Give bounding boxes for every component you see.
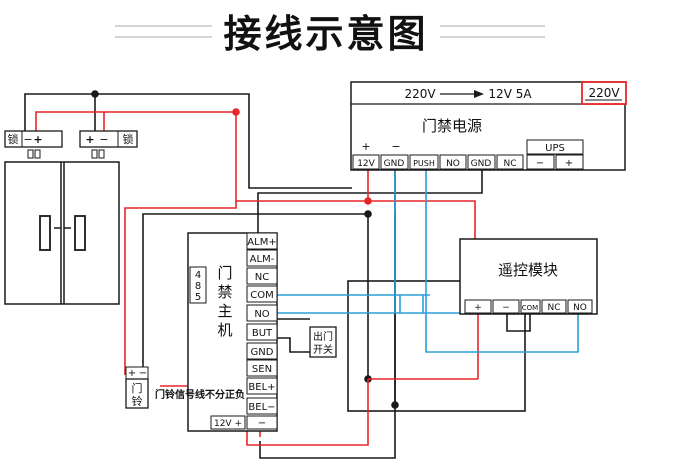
controller-terminals: ALM+ ALM- NC COM NO BUT GND SEN BEL+ BEL…	[246, 232, 278, 415]
remote-module: 遥控模块 + − COM NC NO	[459, 238, 598, 315]
black-wires	[24, 90, 531, 459]
page-title: 接线示意图	[223, 12, 428, 56]
lock-left-label: 锁	[8, 132, 19, 146]
controller-name-4: 机	[217, 321, 232, 339]
lock-left-plus: +	[33, 133, 42, 146]
remote-terminal-no: NO	[573, 303, 587, 313]
controller-terminal-com: COM	[250, 290, 273, 301]
power-terminal-gnd2: GND	[471, 159, 492, 169]
remote-terminals: + − COM NC NO	[464, 299, 593, 314]
lock-left-minus: −	[23, 133, 32, 146]
power-tag: 220V	[588, 86, 620, 100]
controller-terminal-but: BUT	[252, 328, 273, 339]
controller-terminal-no: NO	[254, 309, 269, 320]
rs485-digit-5: 5	[195, 292, 201, 303]
lock-right-minus: −	[99, 133, 108, 146]
remote-terminal-plus: +	[474, 303, 482, 313]
doorbell-label-2: 铃	[132, 394, 143, 408]
power-terminals: 12V GND PUSH NO GND NC	[352, 154, 524, 170]
power-terminal-no: NO	[446, 159, 460, 169]
power-plus-sign: +	[361, 140, 370, 153]
lock-right: + − 锁	[79, 130, 138, 159]
controller-terminal-bel-minus: BEL−	[248, 402, 275, 413]
controller-terminal-alm-plus: ALM+	[247, 237, 276, 248]
power-name: 门禁电源	[422, 117, 482, 135]
controller-name-3: 主	[217, 302, 232, 320]
arrow-right-icon	[474, 90, 484, 98]
remote-terminal-com: COM	[522, 304, 538, 312]
controller-terminal-gnd: GND	[251, 347, 274, 358]
title-group: 接线示意图	[115, 12, 545, 56]
remote-terminal-nc: NC	[547, 303, 560, 313]
exit-switch-line1: 出门	[313, 330, 333, 343]
controller-name-2: 禁	[217, 283, 232, 301]
rs485-digit-4: 4	[195, 270, 201, 281]
door-icon	[4, 161, 120, 305]
power-output-label: 12V 5A	[488, 87, 532, 101]
remote-terminal-minus: −	[502, 303, 510, 313]
remote-name: 遥控模块	[498, 261, 558, 279]
power-input-label: 220V	[404, 87, 436, 101]
doorbell-note: 门铃信号线不分正负	[155, 388, 245, 401]
ups-block: UPS − +	[526, 139, 584, 170]
ups-plus: +	[565, 158, 573, 169]
power-supply: 220V 12V 5A 220V 门禁电源 + − 12V GND PUSH N…	[350, 81, 627, 171]
doorbell: + − 门 铃 门铃信号线不分正负	[125, 366, 245, 409]
doorbell-minus: −	[139, 368, 147, 379]
lock-right-plus: +	[85, 133, 94, 146]
power-minus-sign: −	[391, 140, 400, 153]
ups-minus: −	[536, 158, 544, 169]
power-terminal-push: PUSH	[413, 159, 435, 168]
power-terminal-nc: NC	[503, 159, 516, 169]
doorbell-plus: +	[128, 368, 136, 379]
rs485-digit-8: 8	[195, 281, 201, 292]
power-terminal-gnd1: GND	[384, 159, 405, 169]
controller-terminal-sen: SEN	[252, 364, 272, 375]
controller-terminal-bel-plus: BEL+	[248, 382, 275, 393]
doorbell-label-1: 门	[132, 381, 143, 395]
ups-label: UPS	[545, 143, 565, 154]
controller-terminal-nc: NC	[255, 272, 269, 283]
lock-right-label: 锁	[123, 132, 134, 146]
exit-switch-line2: 开关	[313, 343, 333, 356]
power-terminal-12v: 12V	[357, 159, 375, 169]
lock-left: 锁 − +	[4, 130, 63, 159]
controller: 4 8 5 门 禁 主 机 ALM+ ALM- NC COM NO BUT GN…	[187, 232, 278, 432]
power-tag-box	[581, 81, 627, 105]
controller-power-minus: −	[258, 418, 266, 429]
controller-name-1: 门	[217, 264, 232, 282]
controller-terminal-alm-minus: ALM-	[250, 254, 275, 265]
exit-switch: 出门 开关	[309, 326, 337, 358]
controller-power-plus: 12V +	[214, 419, 242, 429]
